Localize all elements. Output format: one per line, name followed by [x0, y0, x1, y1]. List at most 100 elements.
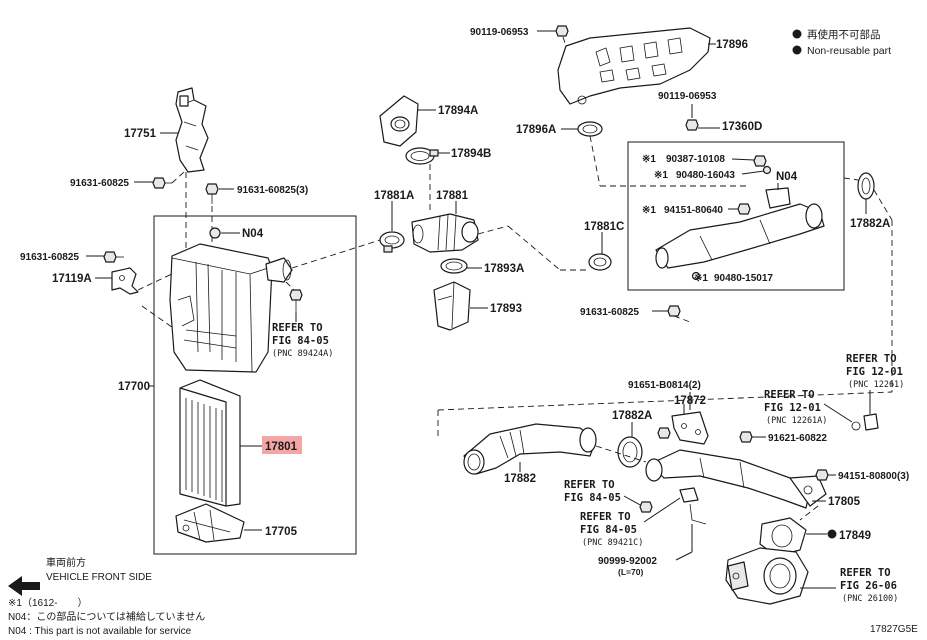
label-94151-80800: 94151-80800(3): [838, 471, 909, 482]
part-17882a-clamp-top-drawing: [857, 172, 875, 200]
bolt-icon: [657, 427, 671, 439]
refer-12-01-a-pnc: (PNC 12261): [848, 380, 904, 390]
part-17805-pipe-drawing: [645, 449, 827, 509]
mark-1-c: ※1: [642, 205, 656, 216]
part-17882a-clamp-mid-drawing: [617, 436, 643, 468]
bolt-icon: [152, 177, 172, 189]
label-91631-60825-b: 91631-60825: [20, 252, 79, 263]
refer-84-05-c-line1: REFER TO: [580, 511, 631, 523]
air-cleaner-case-drawing: [169, 243, 293, 373]
sensor-icon: [679, 487, 699, 503]
label-90119-06953-mid: 90119-06953: [658, 91, 717, 102]
refer-12-01-b-line2: FIG 12-01: [764, 402, 821, 414]
label-17360d: 17360D: [722, 121, 762, 133]
non-reusable-dot-icon: [792, 29, 802, 39]
throttle-body-drawing: [725, 547, 809, 605]
hose-icon: [689, 503, 707, 525]
front-arrow-icon: [8, 576, 40, 596]
footnote-2: N04：この部品については補給していません: [8, 610, 205, 623]
vehicle-front-jp: 車両前方: [46, 556, 86, 569]
non-reusable-dot-icon: [792, 45, 802, 55]
part-17894b-clamp-drawing: [405, 147, 439, 165]
label-91621-60822: 91621-60822: [768, 433, 827, 444]
non-reusable-dot-icon: [827, 529, 837, 539]
legend-jp: 再使用不可部品: [807, 28, 881, 41]
part-17893-duct-drawing: [433, 281, 471, 331]
label-17700: 17700: [118, 381, 150, 393]
label-17882a-mid: 17882A: [612, 410, 652, 422]
refer-26-06-line1: REFER TO: [840, 567, 891, 579]
label-91631-60825-c: 91631-60825: [580, 307, 639, 318]
label-17896: 17896: [716, 39, 748, 51]
mark-1-d: ※1: [694, 273, 708, 284]
label-n04-a: N04: [242, 228, 264, 240]
label-17894b: 17894B: [451, 148, 491, 160]
part-17896a-clamp-drawing: [577, 121, 603, 137]
part-17894a-drawing: [379, 95, 419, 147]
refer-26-06-line2: FIG 26-06: [840, 580, 897, 592]
label-17705: 17705: [265, 526, 298, 538]
part-17881c-clamp-drawing: [588, 253, 612, 271]
label-17881a: 17881A: [374, 190, 414, 202]
label-17893: 17893: [490, 303, 522, 315]
bolt-icon: [815, 469, 829, 481]
label-91631-60825-3: 91631-60825(3): [237, 185, 308, 196]
figure-id: 17827G5E: [870, 624, 918, 635]
label-17881c: 17881C: [584, 221, 624, 233]
refer-84-05-b-line1: REFER TO: [564, 479, 615, 491]
refer-12-01-b-pnc: (PNC 12261A): [766, 416, 827, 426]
part-17896-drawing: [557, 27, 711, 105]
refer-26-06-pnc: (PNC 26100): [842, 594, 898, 604]
refer-84-05-a-line1: REFER TO: [272, 322, 323, 334]
label-17872: 17872: [674, 395, 706, 407]
refer-12-01-a-line2: FIG 12-01: [846, 366, 903, 378]
label-90480-15017: 90480-15017: [714, 273, 773, 284]
part-17119a-drawing: [111, 267, 139, 295]
bolt-icon: [289, 289, 303, 312]
resonator-assy-box: [627, 141, 845, 291]
bolt-icon: [737, 203, 751, 215]
refer-84-05-a-pnc: (PNC 89424A): [272, 349, 333, 359]
label-17751: 17751: [124, 128, 157, 140]
part-17849-gasket-drawing: [759, 517, 807, 557]
bolt-icon: [753, 155, 767, 167]
part-17881a-clamp-drawing: [379, 231, 405, 253]
label-90999-length: (L=70): [618, 567, 643, 577]
label-91651-b0814: 91651-B0814(2): [628, 380, 701, 391]
air-cleaner-assy-box: [153, 215, 357, 555]
label-90387-10108: 90387-10108: [666, 154, 725, 165]
label-17893a: 17893A: [484, 263, 524, 275]
bolt-icon: [667, 305, 681, 317]
label-91631-60825-a: 91631-60825: [70, 178, 129, 189]
label-17894a: 17894A: [438, 105, 478, 117]
bolt-icon: [639, 501, 653, 513]
label-17849: 17849: [839, 530, 871, 542]
clip-icon: [762, 165, 772, 175]
bolt-icon: [685, 119, 699, 131]
label-17801: 17801: [265, 441, 298, 453]
nut-icon: [209, 227, 221, 239]
bolt-icon: [739, 431, 753, 443]
label-90480-16043: 90480-16043: [676, 170, 735, 181]
label-17805: 17805: [828, 496, 861, 508]
label-17882: 17882: [504, 473, 536, 485]
part-17360d-pipe-drawing: [655, 187, 825, 269]
footnote-1: ※1（1612- ）: [8, 597, 88, 609]
mark-1-b: ※1: [654, 170, 668, 181]
bolt-icon: [103, 251, 124, 263]
vehicle-front-en: VEHICLE FRONT SIDE: [46, 572, 152, 583]
part-17893a-clamp-drawing: [440, 258, 468, 274]
label-17896a: 17896A: [516, 124, 556, 136]
label-n04-b: N04: [776, 171, 798, 183]
part-17872-bracket-drawing: [671, 411, 709, 445]
part-17801-filter-drawing: [179, 379, 241, 507]
refer-84-05-a-line2: FIG 84-05: [272, 335, 329, 347]
refer-84-05-c-line2: FIG 84-05: [580, 524, 637, 536]
clip-icon: [691, 271, 701, 281]
fitting-icon: [851, 421, 861, 431]
label-90999-92002: 90999-92002: [598, 556, 657, 567]
label-17881: 17881: [436, 190, 469, 202]
mark-1-a: ※1: [642, 154, 656, 165]
bolt-icon: [555, 25, 569, 37]
